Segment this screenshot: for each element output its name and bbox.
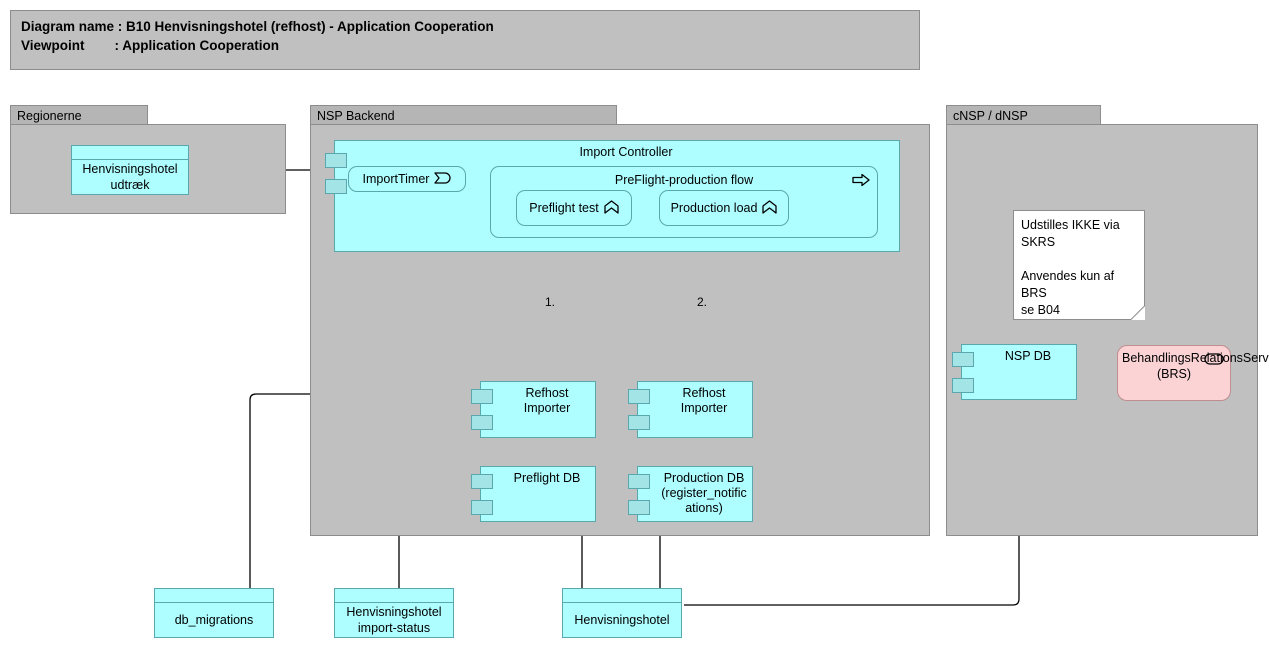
note-shape (1013, 210, 1145, 320)
diagram-name-line: Diagram name : B10 Henvisningshotel (ref… (21, 19, 494, 34)
data-object-henvisningshotel-udtraek[interactable]: Henvisningshotel udtræk (71, 145, 189, 195)
data-object-header-bar (563, 589, 681, 603)
application-service-label: BehandlingsRelationsService (BRS) (1122, 351, 1269, 381)
application-component-production-db[interactable]: Production DB (register_notifications) (628, 466, 753, 522)
data-object-header-bar (335, 589, 453, 603)
data-object-henvisningshotel[interactable]: Henvisningshotel (562, 588, 682, 638)
component-label: Preflight DB (513, 471, 581, 485)
group-label-cnsp-dnsp: cNSP / dNSP (953, 109, 1028, 123)
application-function-preflight-test[interactable]: Preflight test (516, 190, 632, 226)
application-process-label: PreFlight-production flow (614, 173, 754, 187)
component-label: Production DB (register_notifications) (661, 471, 747, 515)
connector-refhost-left-to-db-migrations (249, 393, 480, 588)
component-label: NSP DB (1004, 349, 1052, 363)
component-port-bottom (471, 415, 493, 430)
data-object-label: Henvisningshotel udtræk (82, 161, 178, 192)
data-object-label: db_migrations (174, 612, 254, 627)
application-function-label: Preflight test (529, 201, 599, 215)
component-port-top (952, 352, 974, 367)
component-label: Import Controller (579, 145, 673, 159)
application-function-production-load[interactable]: Production load (659, 190, 789, 226)
group-tab-cnsp-dnsp: cNSP / dNSP (946, 105, 1101, 124)
application-event-label: ImportTimer (362, 172, 430, 186)
application-component-nsp-db[interactable]: NSP DB (952, 344, 1077, 400)
function-icon (604, 199, 619, 217)
note-text: Udstilles IKKE via SKRS Anvendes kun af … (1021, 218, 1120, 317)
component-port-top (471, 474, 493, 489)
component-port-top (628, 389, 650, 404)
function-icon (762, 199, 778, 217)
group-body-cnsp-dnsp (946, 124, 1258, 536)
application-component-refhost-importer-production[interactable]: Refhost Importer (628, 381, 753, 438)
application-component-refhost-importer-preflight[interactable]: Refhost Importer (471, 381, 596, 438)
connector-label-2: 2. (697, 295, 708, 309)
component-label: Refhost Importer (680, 386, 728, 415)
component-port-top (628, 474, 650, 489)
event-icon (434, 171, 452, 187)
diagram-title-block: Diagram name : B10 Henvisningshotel (ref… (10, 10, 920, 70)
component-port-bottom (325, 179, 347, 194)
component-port-top (471, 389, 493, 404)
application-component-preflight-db[interactable]: Preflight DB (471, 466, 596, 522)
group-tab-regionerne: Regionerne (10, 105, 148, 124)
application-process-preflight-production-flow[interactable]: PreFlight-production flow (490, 166, 878, 238)
data-object-label: Henvisningshotel import-status (346, 604, 442, 635)
data-object-header-bar (155, 589, 273, 603)
connector-label-1: 1. (545, 295, 556, 309)
note-skrs[interactable]: Udstilles IKKE via SKRS Anvendes kun af … (1013, 210, 1145, 320)
viewpoint-line: Viewpoint : Application Cooperation (21, 38, 280, 53)
component-port-bottom (628, 500, 650, 515)
group-label-regionerne: Regionerne (17, 109, 82, 123)
component-port-top (325, 153, 347, 168)
component-port-bottom (471, 500, 493, 515)
application-event-import-timer[interactable]: ImportTimer (348, 166, 466, 192)
data-object-db-migrations[interactable]: db_migrations (154, 588, 274, 638)
process-arrow-icon (852, 173, 870, 192)
service-oval-icon (1204, 352, 1224, 370)
data-object-henvisningshotel-import-status[interactable]: Henvisningshotel import-status (334, 588, 454, 638)
component-label: Refhost Importer (523, 386, 571, 415)
group-tab-nsp-backend: NSP Backend (310, 105, 617, 124)
component-port-bottom (952, 378, 974, 393)
connector-nsp-db-to-henvisningshotel (684, 400, 1020, 606)
application-service-brs[interactable]: BehandlingsRelationsService (BRS) (1117, 345, 1269, 401)
group-label-nsp-backend: NSP Backend (317, 109, 395, 123)
component-port-bottom (628, 415, 650, 430)
data-object-label: Henvisningshotel (574, 612, 670, 627)
application-function-label: Production load (670, 201, 758, 215)
data-object-header-bar (72, 146, 188, 160)
